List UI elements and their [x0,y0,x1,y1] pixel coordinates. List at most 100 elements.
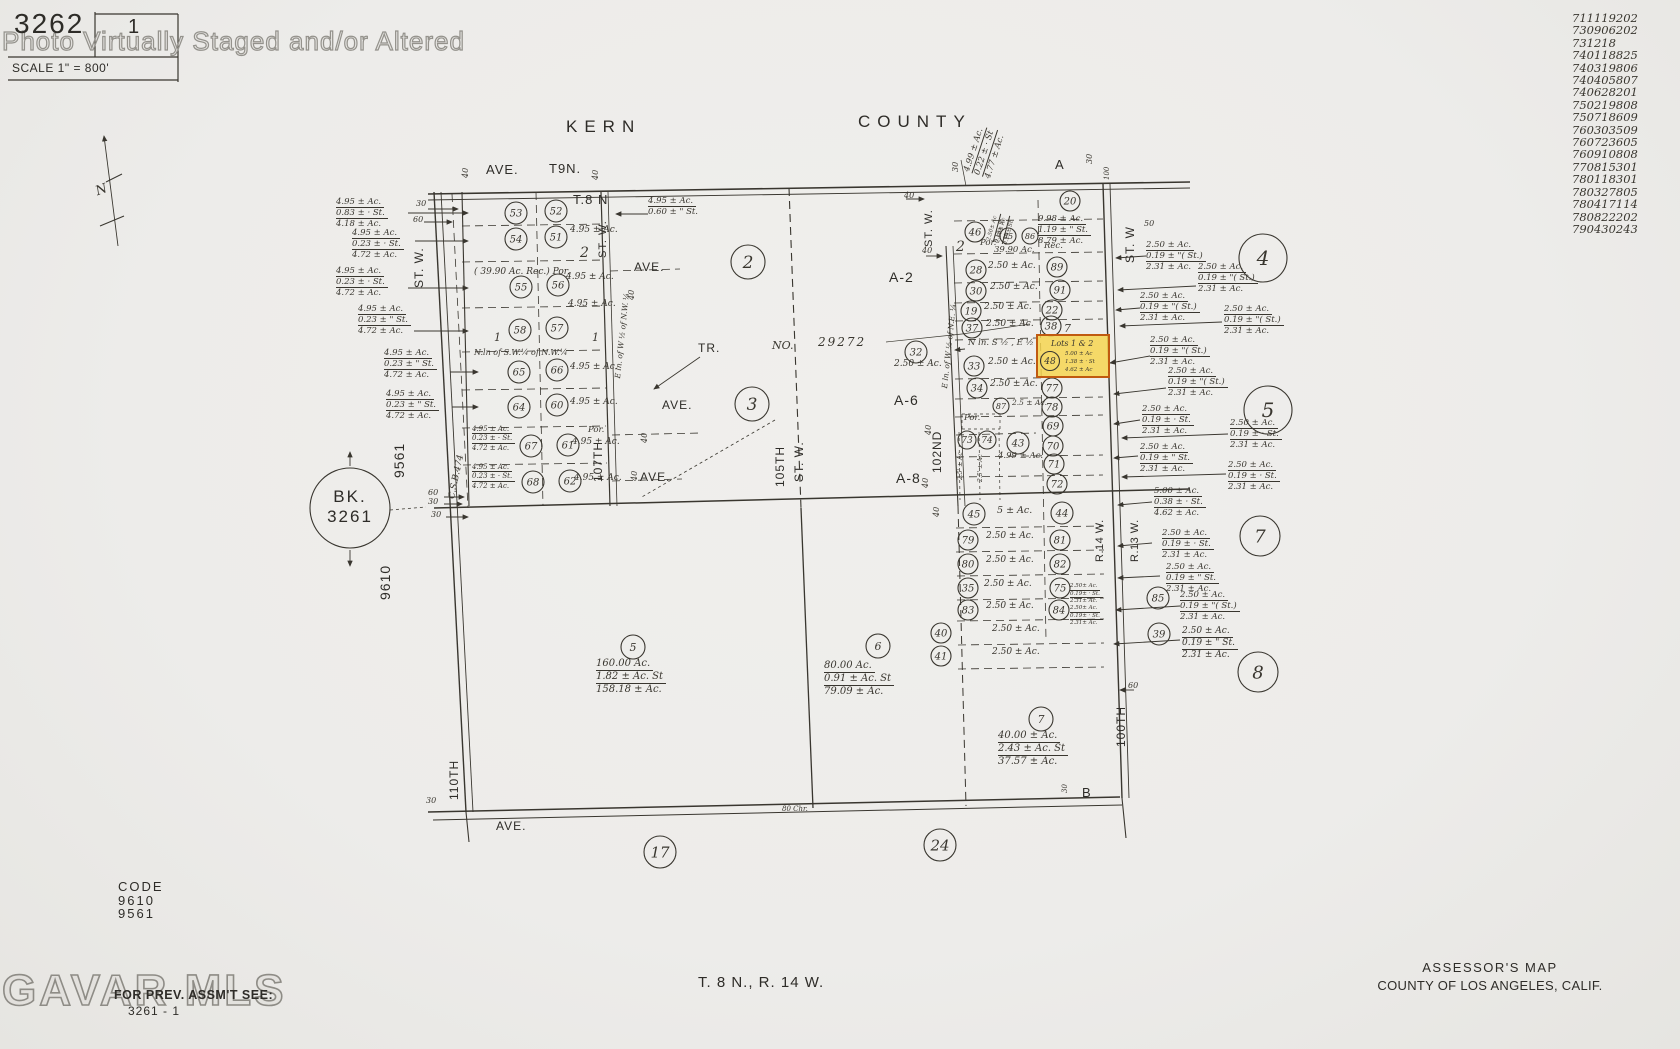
parcel-circle-89 [1046,256,1068,278]
highlight-area-line: 1.38 ± · St [1065,359,1096,365]
parcel-number: 81 [1054,536,1067,547]
acreage-line: 2.31 ± Ac. [1198,284,1244,295]
parcel-number: 74 [981,436,993,446]
acreage-line: 2.31 ± Ac. [1230,440,1276,451]
parcel-circle-24 [923,828,957,862]
acreage-stack: 2.50 ± Ac.0.19 ± "( St.)2.31 ± Ac. [1140,291,1200,324]
parcel-number: 60 [551,401,564,412]
parcel-circle-64 [507,395,531,419]
map-label: AVE. [496,819,527,833]
map-label: 2.50 ± Ac. [990,282,1038,292]
revision-number: 760723605 [1572,135,1638,150]
acreage-line: 2.50± Ac. [1070,583,1101,591]
map-label: 50 [1144,219,1155,228]
map-label: 2.50 ± Ac. [986,531,1034,541]
map-label: 30 [1085,153,1094,164]
revision-number: 740319806 [1572,60,1638,75]
map-line [953,218,1104,222]
map-label: 2.50 ± Ac. [986,601,1034,611]
acreage-line: 0.19 ± "( St.) [1168,377,1228,389]
map-label: 39.90 Ac. [994,245,1035,255]
leader-arrow [1117,542,1153,549]
map-label: TR. [698,341,721,355]
map-line [953,251,1104,255]
map-label: 100TH [1114,705,1128,747]
acreage-stack: 4.95 ± Ac.0.23 ± · St.4.72 ± Ac. [472,425,516,452]
acreage-line: 0.19 ± " St. [1182,638,1238,650]
acreage-line: 2.31± Ac. [1070,620,1098,627]
acreage-stack: 4.95 ± Ac.0.23 ± · St.4.72 ± Ac. [472,463,516,490]
parcel-number: 28 [969,266,983,277]
parcel-number: 24 [929,836,949,854]
acreage-line: 4.95 ± Ac. [384,348,433,360]
map-line [885,333,963,343]
map-line [461,191,470,507]
map-label: 2.50 ± Ac. [986,319,1034,329]
map-label: 2.5' ± Ac [977,454,984,482]
map-line [952,245,966,507]
map-label: 4.95 ± Ac. [568,299,616,309]
acreage-line: 2.31 ± Ac. [1228,482,1274,493]
revision-number: 770815301 [1572,159,1638,174]
parcel-circle-80 [957,553,979,575]
map-label: 30 [431,510,442,519]
acreage-line: 4.95 ± Ac. [358,304,407,316]
map-line [978,431,981,501]
acreage-line: 0.23 ± · St. [472,434,516,444]
parcel-circle-74 [977,430,997,450]
acreage-stack: 2.50 ± Ac.0.19 ± "( St.)2.31 ± Ac. [1198,262,1258,295]
map-label: ST. W. [412,247,426,288]
map-line [433,191,467,813]
parcel-number: 19 [965,307,978,318]
leader-arrow [1113,454,1139,461]
parcel-circle-30 [965,280,987,302]
parcel-number: 34 [971,384,984,395]
acreage-line: 0.91 ± Ac. St [824,673,895,686]
parcel-circle-68 [521,470,545,494]
acreage-stack: 4.95 ± Ac.0.23 ± " St.4.72 ± Ac. [358,304,412,337]
revision-number: 760303509 [1572,122,1638,137]
map-label: 30 [416,199,427,208]
parcel-circle-75 [1049,577,1071,599]
map-book-number: 3262 [14,8,85,39]
acreage-line: 0.19 ± "( St.) [1150,346,1210,358]
parcel-number: 85 [1152,594,1165,605]
parcel-number: 39 [1153,630,1166,641]
acreage-line: 2.43 ± Ac. St [998,743,1069,756]
book-ref-label: BK. [333,487,366,506]
parcel-number: 33 [968,362,981,373]
map-label: 40 [924,424,933,435]
parcel-circle-7 [1028,706,1054,732]
parcel-circle-91 [1049,279,1071,301]
acreage-line: 2.31 ± Ac. [1150,357,1196,368]
book-ref-circle [309,467,391,549]
parcel-circle-87 [992,397,1010,415]
parcel-number: 73 [961,436,973,446]
acreage-line: 2.50 ± Ac. [1228,460,1277,472]
parcel-number: 20 [1063,197,1077,208]
parcel-circle-60 [545,393,569,417]
highlight-area-line: 4.62 ± Ac [1064,367,1092,373]
map-line [535,191,544,507]
map-line [432,804,1123,821]
parcel-circle-34 [966,377,988,399]
map-line [461,387,607,391]
map-label: 40 [921,477,930,488]
map-label: 9561 [391,442,407,478]
acreage-line: 4.95 ± Ac. [472,425,513,435]
revision-number: 760910808 [1572,147,1638,162]
map-label: 2.50 ± Ac. [990,379,1038,389]
acreage-line: 4.72 ± Ac. [352,250,398,261]
map-label: 110TH [447,759,461,800]
acreage-line: 4.72 ± Ac. [336,288,382,299]
parcel-number: 79 [962,536,975,547]
map-label: 2.50 ± Ac. [984,579,1032,589]
acreage-line: 0.19 ± "( St.) [1224,315,1284,327]
acreage-line: 160.00 Ac. [596,658,654,671]
acreage-line: 4.95 ± Ac. [336,197,385,209]
parcel-number: 40 [934,629,948,640]
map-line [607,191,618,507]
acreage-line: 4.95 ± Ac. [472,463,513,473]
